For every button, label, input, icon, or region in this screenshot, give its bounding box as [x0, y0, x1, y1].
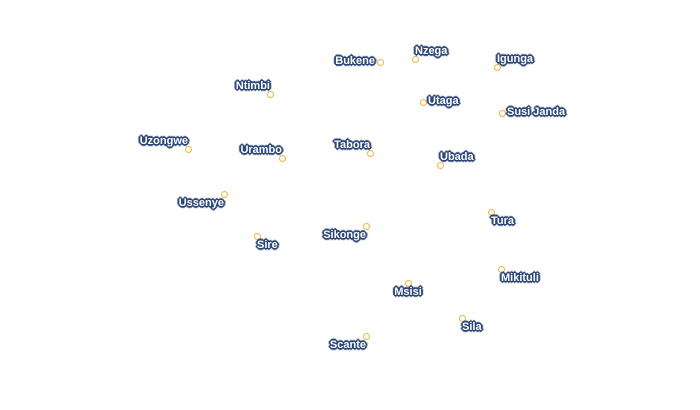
settlement-marker-icon	[498, 109, 506, 117]
settlement-marker-icon	[436, 161, 444, 169]
place-label-utaga: Utaga	[428, 95, 459, 107]
settlement-marker-icon	[419, 98, 427, 106]
place-label-uzongwe: Uzongwe	[139, 135, 188, 147]
settlement-marker-icon	[362, 332, 370, 340]
place-label-tura: Tura	[491, 215, 515, 227]
settlement-marker-icon	[376, 58, 384, 66]
place-label-urambo: Urambo	[240, 144, 282, 156]
settlement-marker-icon	[366, 149, 374, 157]
place-label-ntimbi: Ntimbi	[235, 80, 270, 92]
settlement-marker-icon	[487, 208, 495, 216]
settlement-marker-icon	[220, 190, 228, 198]
settlement-marker-icon	[493, 63, 501, 71]
settlement-marker-icon	[411, 55, 419, 63]
settlement-marker-icon	[184, 145, 192, 153]
settlement-marker-icon	[266, 90, 274, 98]
place-label-bukene: Bukene	[335, 55, 375, 67]
place-label-msisi: Msisi	[394, 286, 422, 298]
place-label-scante: Scante	[329, 339, 366, 351]
settlement-marker-icon	[362, 222, 370, 230]
settlement-marker-icon	[404, 279, 412, 287]
place-label-sila: Sila	[462, 321, 482, 333]
place-label-igunga: Igunga	[497, 53, 534, 65]
place-label-sikonge: Sikonge	[323, 229, 366, 241]
place-label-tabora: Tabora	[334, 139, 370, 151]
place-label-sire: Sire	[257, 239, 278, 251]
settlement-marker-icon	[497, 265, 505, 273]
settlement-marker-icon	[278, 154, 286, 162]
place-label-ubada: Ubada	[440, 151, 474, 163]
place-label-mikituli: Mikituli	[501, 272, 539, 284]
place-label-ussenye: Ussenye	[178, 197, 224, 209]
place-label-nzega: Nzega	[415, 45, 448, 57]
settlement-marker-icon	[253, 232, 261, 240]
place-label-susi-janda: Susi Janda	[507, 106, 566, 118]
settlement-marker-icon	[458, 314, 466, 322]
